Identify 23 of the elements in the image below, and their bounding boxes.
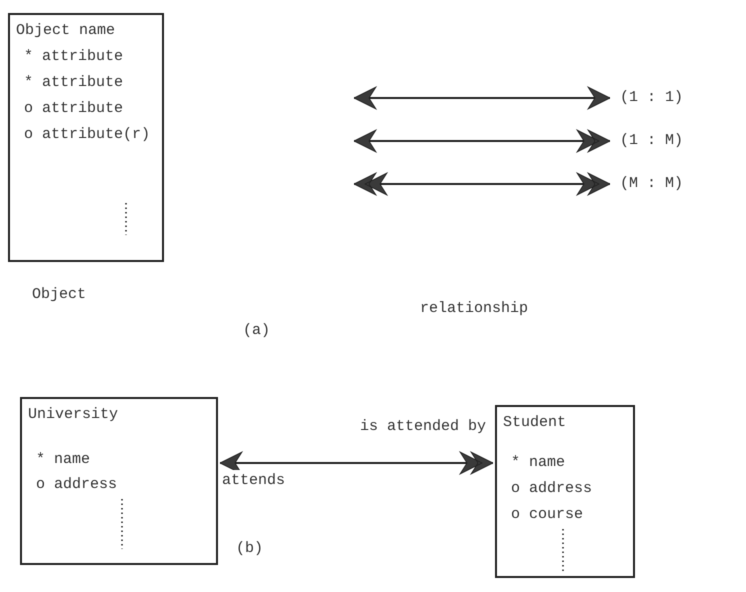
text-label: (a) <box>243 321 270 341</box>
entity-name: University <box>28 405 118 425</box>
entity-box <box>495 405 635 578</box>
cardinality-label: (1 : M) <box>620 130 684 151</box>
cardinality-label: (1 : 1) <box>620 88 684 108</box>
double-arrow <box>220 452 494 474</box>
attribute-text: o attribute <box>23 99 124 119</box>
attribute-text: o attribute(r) <box>23 125 150 145</box>
text-label: relationship <box>420 299 528 319</box>
attribute-text: * attribute <box>23 47 124 67</box>
entity-name: Object name <box>16 21 116 41</box>
text-label: (b) <box>236 539 264 559</box>
entity-name: Student <box>503 413 566 433</box>
attribute-text: o address <box>510 479 592 499</box>
diagram-caption: Object <box>32 285 86 305</box>
attribute-text: * attribute <box>23 73 124 93</box>
attribute-text: * name <box>510 453 566 473</box>
attribute-text: o course <box>510 505 584 525</box>
attribute-text: o address <box>35 475 118 495</box>
cardinality-label: (M : M) <box>620 174 684 194</box>
attribute-text: * name <box>35 450 90 470</box>
text-label: is attended by <box>358 417 486 437</box>
entity-box <box>20 397 218 565</box>
